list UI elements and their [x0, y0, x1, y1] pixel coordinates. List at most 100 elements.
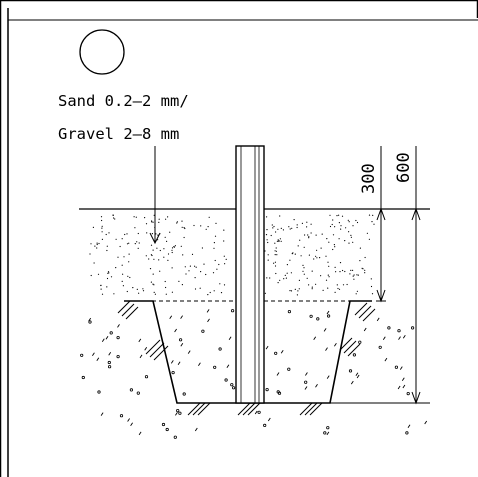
sand-dot [302, 270, 304, 272]
sand-dot [163, 256, 165, 258]
sand-dot [286, 272, 288, 274]
soil-pebble [277, 391, 282, 395]
sand-dot [264, 250, 266, 252]
sand-dot [284, 274, 286, 276]
sand-dot [279, 238, 281, 240]
sand-dot [145, 255, 147, 257]
sand-dot [308, 237, 310, 239]
sand-dot [277, 228, 279, 230]
sand-dot [371, 293, 374, 295]
sand-dot [277, 240, 279, 242]
soil-pebble [352, 353, 356, 357]
sand-dot [159, 249, 161, 252]
sand-dot [279, 215, 281, 217]
soil-grain [267, 417, 271, 422]
sand-dot [331, 223, 333, 226]
soil-pebble [348, 369, 353, 373]
sand-dot [152, 249, 154, 251]
soil-pebble [326, 314, 331, 318]
sand-dot [296, 226, 298, 229]
sand-dot [298, 279, 300, 281]
sand-dot [113, 293, 115, 295]
sand-dot [171, 291, 173, 293]
sand-dot [153, 291, 155, 293]
sand-dot [194, 277, 196, 279]
soil-pebble [218, 347, 222, 351]
sand-dot [194, 288, 197, 290]
sand-dot [183, 236, 185, 239]
sand-dot [290, 290, 293, 292]
soil-pebble [116, 335, 120, 340]
sand-dot [213, 290, 215, 292]
sand-dot [155, 233, 157, 235]
sand-dot [207, 294, 209, 296]
sand-dot [357, 274, 359, 276]
sand-dot [144, 217, 146, 219]
sand-dot [137, 232, 139, 235]
sand-dot [347, 219, 349, 221]
sand-dot [136, 241, 138, 243]
soil-grain [206, 309, 210, 313]
sand-dot [181, 220, 183, 222]
sand-dot [101, 225, 103, 227]
sand-dot [304, 234, 306, 236]
soil-grain [399, 366, 403, 370]
soil-grain [265, 345, 269, 350]
sand-dot [214, 259, 216, 262]
sand-dot [169, 231, 171, 233]
sand-dot [106, 286, 108, 288]
sand-dot [106, 245, 108, 247]
sand-dot [315, 234, 317, 236]
sand-dot [154, 226, 156, 229]
soil-pebble [316, 317, 320, 321]
soil-grain [402, 384, 406, 389]
sand-dot [283, 278, 285, 280]
sand-dot [272, 227, 274, 229]
soil-grain [350, 380, 354, 385]
sand-dot [171, 247, 174, 249]
sand-dot [165, 218, 167, 220]
sand-dot [171, 251, 173, 254]
soil-grain [177, 361, 181, 365]
dimension-600 [411, 146, 421, 405]
soil-grain [304, 386, 308, 390]
sand-dot [108, 272, 110, 274]
sand-dot [98, 242, 100, 245]
sand-dot [150, 281, 152, 283]
soil-grain [305, 372, 308, 376]
sand-dot [267, 254, 269, 256]
soil-grain [139, 354, 143, 359]
sand-dot [276, 254, 278, 256]
sand-dot [336, 284, 338, 286]
soil-grain [101, 338, 105, 342]
sand-dot [274, 265, 277, 267]
sand-dot [293, 219, 295, 221]
sand-dot [275, 272, 277, 275]
soil-pebble [80, 353, 84, 357]
sand-dot [117, 256, 119, 258]
sand-dot [149, 268, 152, 270]
sand-dot [115, 238, 117, 240]
sand-dot [121, 238, 123, 240]
sand-dot [224, 263, 226, 265]
sand-dot [372, 214, 374, 216]
sand-dot [133, 216, 135, 218]
soil-pebble [88, 320, 92, 324]
sand-dot [145, 223, 148, 225]
sand-dot [171, 249, 173, 251]
soil-grain [180, 342, 184, 347]
sand-dot [142, 290, 145, 292]
soil-pebble [107, 360, 111, 365]
sand-dot [107, 272, 109, 274]
soil-grain [187, 350, 191, 354]
sand-dot [361, 267, 363, 269]
sand-dot [106, 249, 108, 252]
sand-dot [289, 228, 291, 230]
sand-dot [96, 242, 98, 244]
sand-dot [285, 277, 287, 279]
sand-dot [126, 233, 128, 235]
sand-dot [163, 248, 165, 250]
soil-grain [401, 377, 405, 381]
sand-dot [220, 292, 223, 294]
